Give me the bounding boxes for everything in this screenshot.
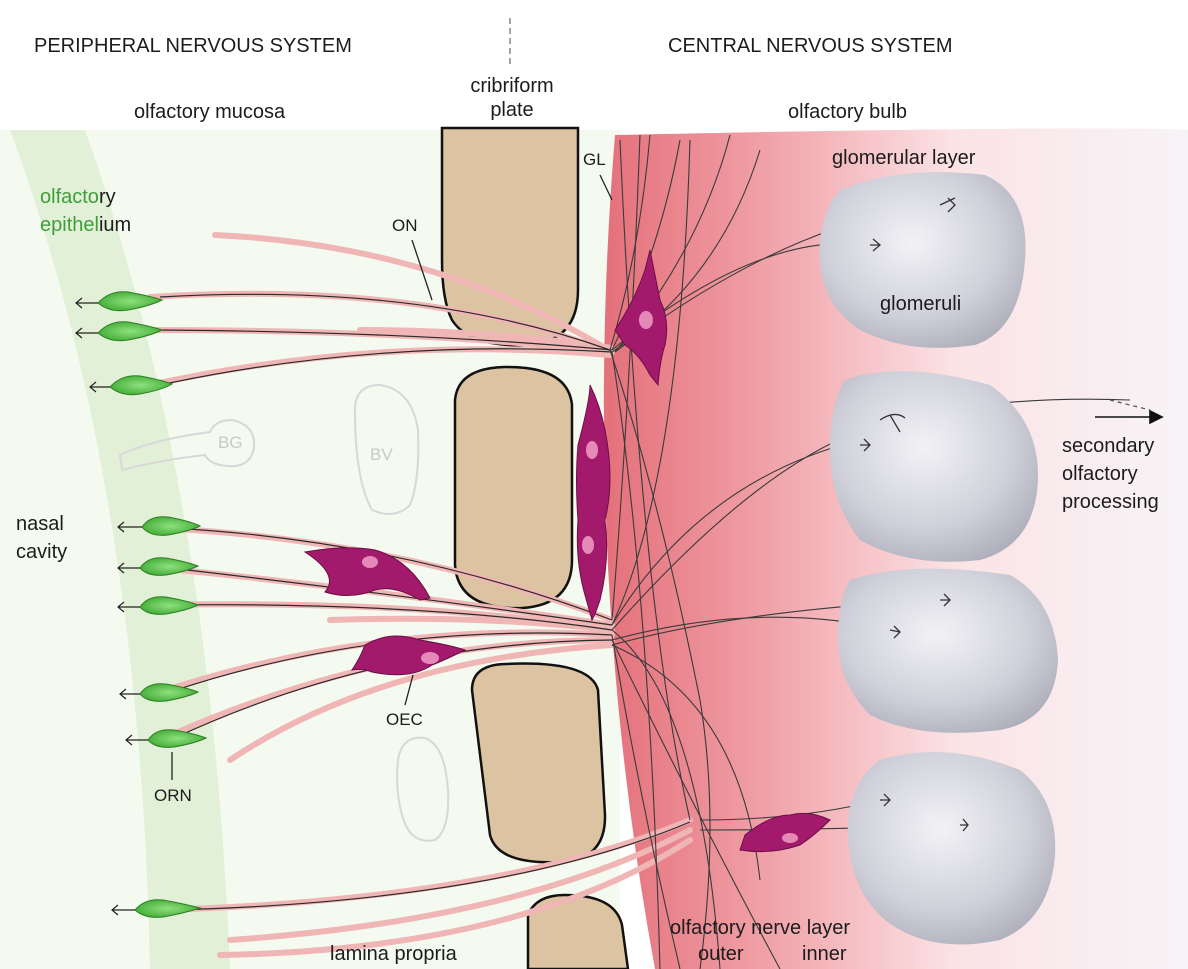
epithelium-rest-part-1: ry [99,186,116,208]
glomerular-layer-label: glomerular layer [832,146,975,170]
pns-header: PERIPHERAL NERVOUS SYSTEM [34,34,352,58]
bg-label: BG [218,431,243,455]
cribriform-line-2: plate [452,98,572,122]
glomerulus-3 [838,569,1058,733]
lamina-propria-label: lamina propria [330,942,457,966]
nerve-layer-outer-label: outer [698,942,744,966]
secondary-line-1: secondary [1062,432,1159,460]
nerve-layer-title-label: olfactory nerve layer [670,916,850,940]
on-label: ON [392,216,418,236]
secondary-line-2: olfactory [1062,460,1159,488]
cns-header: CENTRAL NERVOUS SYSTEM [668,34,953,58]
epithelium-line-2: epithelium [40,211,131,239]
olfactory-mucosa-label: olfactory mucosa [134,100,285,124]
secondary-processing-label: secondary olfactory processing [1062,432,1159,516]
nasal-cavity-label: nasal cavity [16,510,67,566]
epithelium-line-1: olfactory [40,183,131,211]
bone-segment-2 [455,367,572,608]
nasal-line-1: nasal [16,510,67,538]
cribriform-plate-label: cribriform plate [452,74,572,122]
nasal-line-2: cavity [16,538,67,566]
olfactory-bulb-label: olfactory bulb [788,100,907,124]
secondary-line-3: processing [1062,488,1159,516]
glomerulus-2 [830,371,1038,562]
bone-segment-3 [472,664,605,863]
epithelium-green-part-2: epithel [40,214,99,236]
glomeruli-label: glomeruli [880,292,961,316]
gl-label: GL [583,150,606,170]
orn-label: ORN [154,786,192,806]
epithelium-rest-part-2: ium [99,214,131,236]
glomerulus-1 [820,172,1026,348]
olfactory-epithelium-label: olfactory epithelium [40,183,131,239]
nerve-layer-inner-label: inner [802,942,846,966]
oec-label: OEC [386,710,423,730]
epithelium-green-part-1: olfacto [40,186,99,208]
cribriform-line-1: cribriform [452,74,572,98]
bv-label: BV [370,443,393,467]
